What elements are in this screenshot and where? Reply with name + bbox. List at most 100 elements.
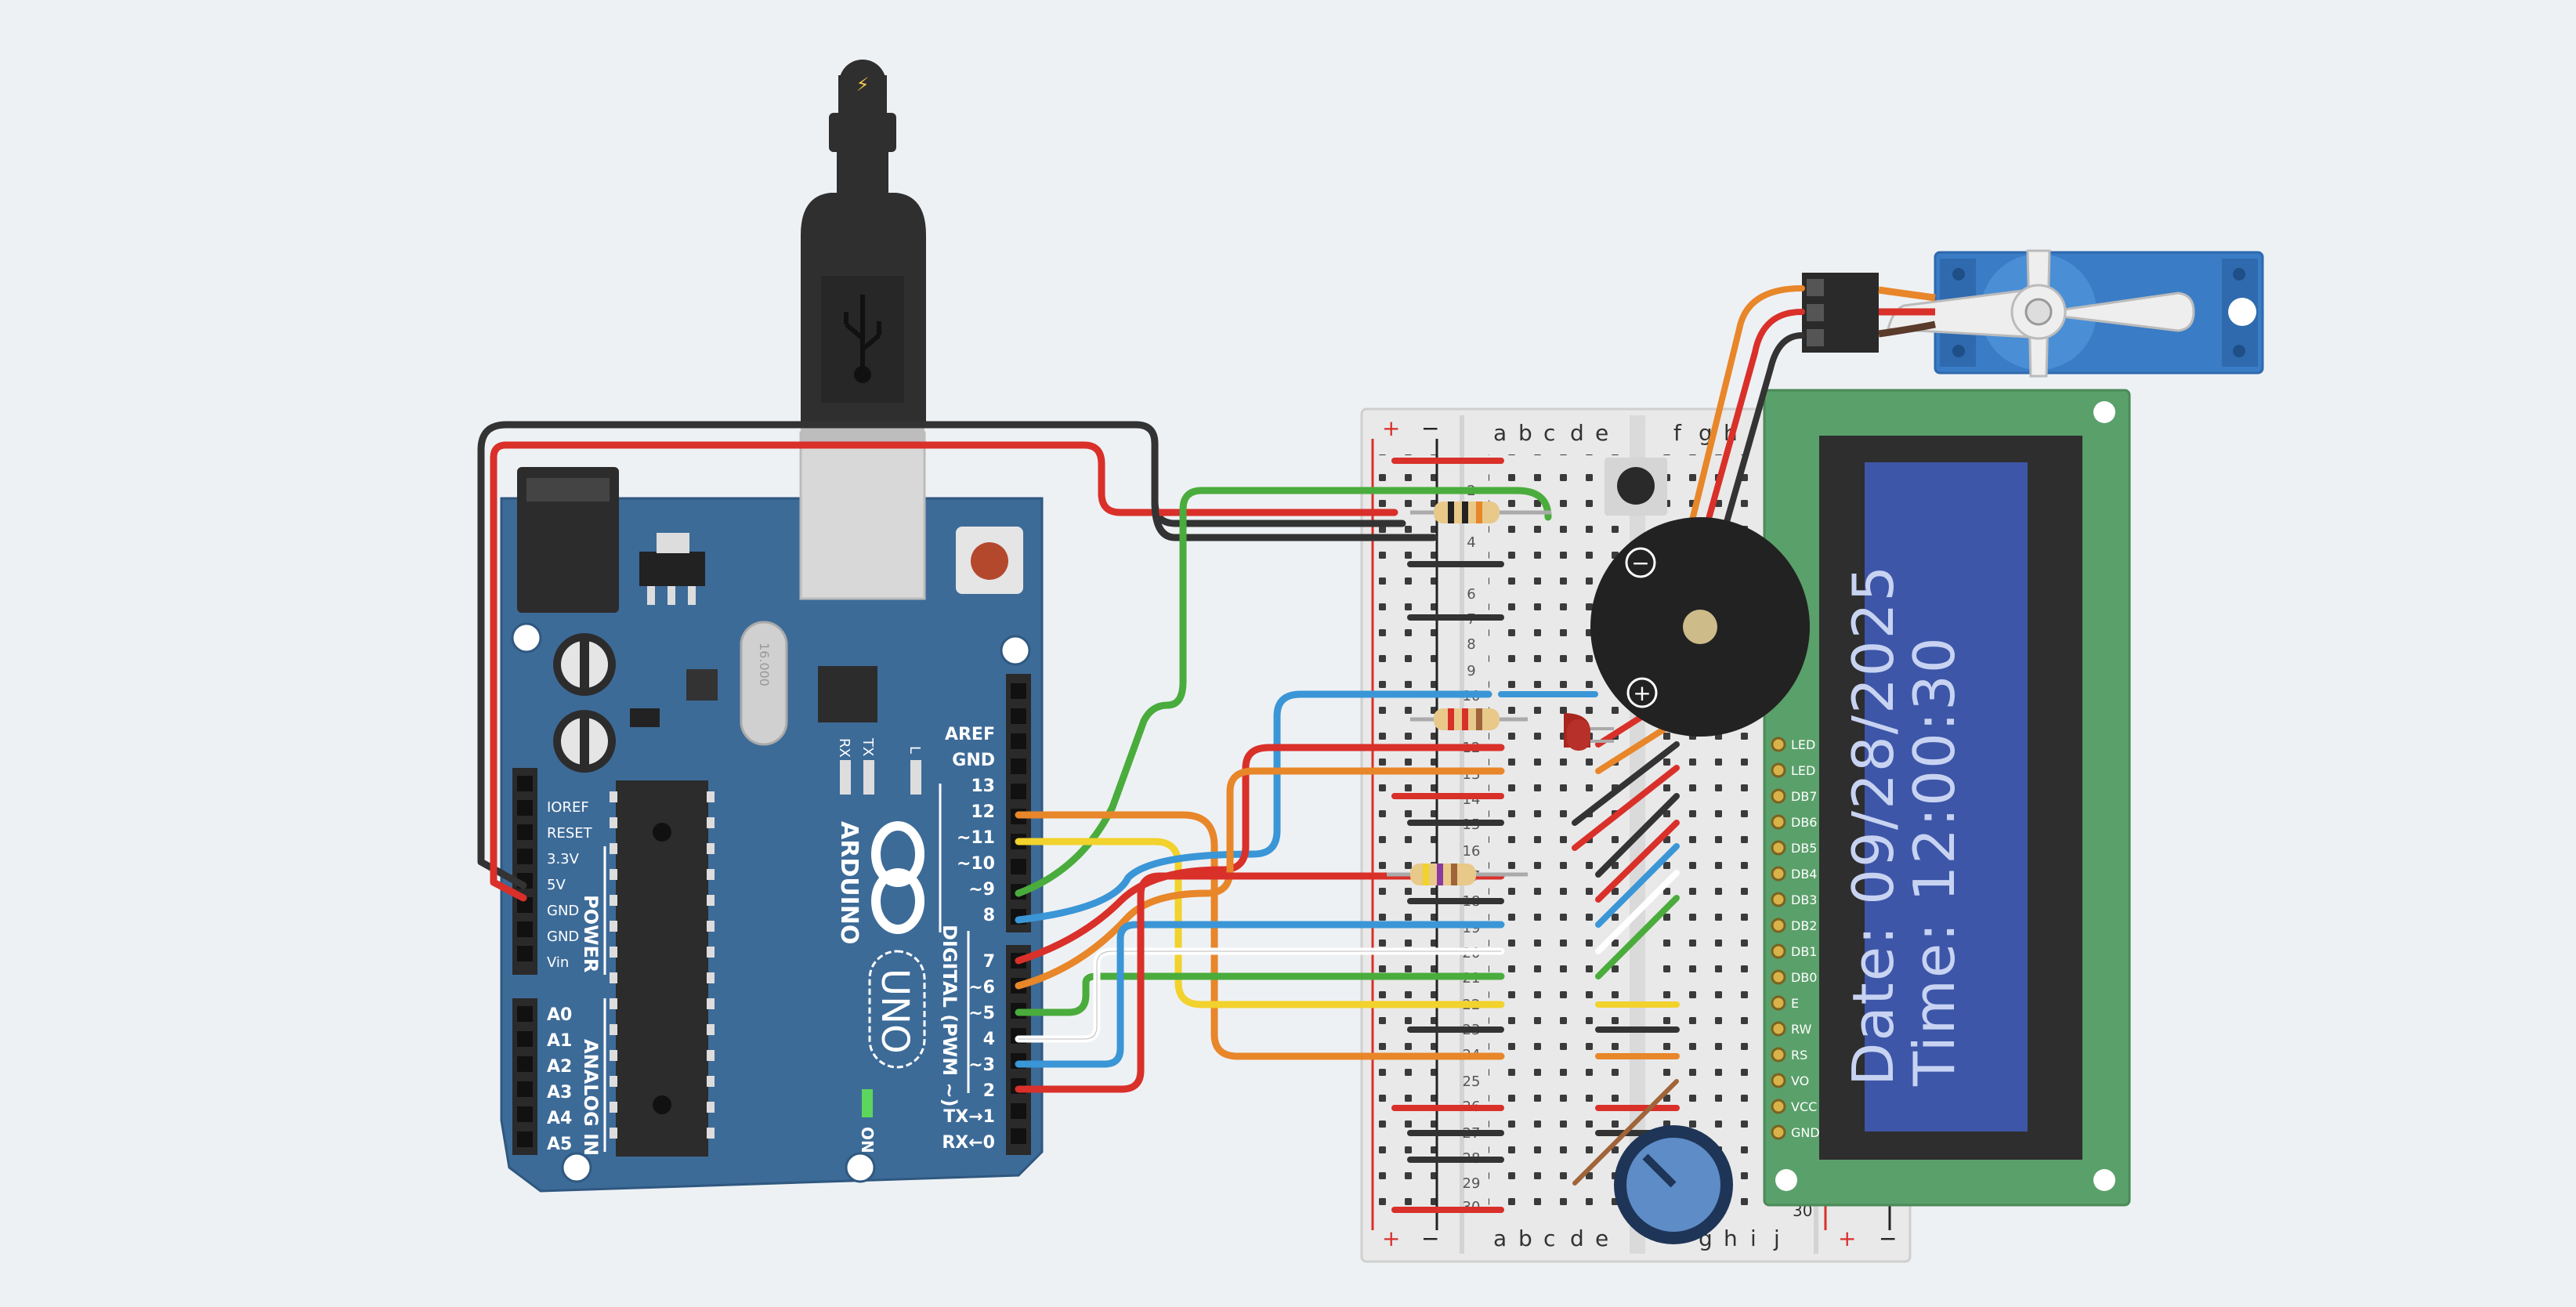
pin-label-7: 7 bbox=[983, 952, 995, 972]
lcd-pin-rs: RS bbox=[1791, 1048, 1807, 1063]
pin-label-6: ~6 bbox=[968, 978, 995, 997]
column-label-c: c bbox=[1543, 1226, 1555, 1251]
analog-pin-label-a2: A2 bbox=[547, 1057, 572, 1077]
lcd-16x2: Date: 09/28/2025 Time: 12:00:30 LEDLEDDB… bbox=[1763, 389, 2131, 1207]
wire-pin9-green bbox=[1015, 487, 1552, 897]
pin-label-8: 8 bbox=[983, 906, 995, 925]
wire-pin7-red bbox=[1015, 744, 1505, 965]
pin-label-5: ~5 bbox=[968, 1004, 995, 1023]
column-label-b: b bbox=[1518, 420, 1532, 446]
usb-b-socket bbox=[799, 431, 926, 600]
pin-label-10: ~10 bbox=[957, 854, 995, 874]
lcd-pin-db3: DB3 bbox=[1791, 892, 1817, 907]
pin-label-AREF: AREF bbox=[945, 725, 995, 744]
lcd-line-2: Time: 12:00:30 bbox=[1901, 635, 1967, 1087]
row-label-6: 6 bbox=[1467, 586, 1475, 603]
digital-header-bottom bbox=[1006, 945, 1031, 1155]
crystal-label: 16.000 bbox=[757, 643, 772, 686]
row-label-25: 25 bbox=[1463, 1073, 1481, 1090]
wire-5v-main bbox=[490, 441, 1398, 902]
atmega-chip bbox=[616, 780, 708, 1157]
usb-cable: ⚡ bbox=[801, 60, 926, 442]
pin-label-TX1: TX→1 bbox=[943, 1107, 995, 1127]
pin-label-RX0: RX←0 bbox=[942, 1133, 995, 1153]
power-pin-label-vin: Vin bbox=[547, 954, 569, 971]
arduino-uno-board: 16.000 RX TX L ON ARDUINO UNO AREFGND131… bbox=[500, 431, 1044, 1193]
column-label-h: h bbox=[1724, 1226, 1738, 1251]
analog-header bbox=[512, 998, 537, 1155]
lcd-pin-db6: DB6 bbox=[1791, 815, 1817, 830]
wire-pin12-orange bbox=[1015, 811, 1505, 1060]
dc-power-jack bbox=[517, 467, 619, 613]
wire-pin6-orange bbox=[1015, 767, 1505, 990]
push-button[interactable] bbox=[1605, 458, 1667, 516]
power-pin-label-ioref: IOREF bbox=[547, 799, 589, 816]
row-label-16: 16 bbox=[1463, 843, 1481, 860]
wire-pin5-green bbox=[1015, 972, 1505, 1016]
rail-plus-label-right: + bbox=[1838, 1226, 1856, 1251]
l-led-label: L bbox=[906, 746, 923, 754]
power-header bbox=[512, 768, 537, 975]
lcd-pin-db0: DB0 bbox=[1791, 970, 1817, 985]
column-label-d: d bbox=[1570, 420, 1584, 446]
pin-label-13: 13 bbox=[971, 777, 995, 796]
arduino-logo: ARDUINO UNO bbox=[835, 821, 926, 1069]
lcd-pin-led: LED bbox=[1791, 737, 1815, 752]
resistor-2 bbox=[1410, 708, 1528, 730]
row-label-8: 8 bbox=[1467, 636, 1475, 653]
lcd-pin-labels: LEDLEDDB7DB6DB5DB4DB3DB2DB1DB0ERWRSVOVCC… bbox=[1771, 737, 1820, 1140]
pin-label-GND: GND bbox=[952, 751, 995, 770]
rail-minus-label: − bbox=[1421, 415, 1439, 441]
column-label-d: d bbox=[1570, 1226, 1584, 1251]
lcd-pin-db7: DB7 bbox=[1791, 789, 1817, 804]
pin-label-2: 2 bbox=[983, 1081, 995, 1101]
lcd-pin-vo: VO bbox=[1791, 1073, 1809, 1088]
power-on-led bbox=[862, 1089, 873, 1117]
digital-section-label: DIGITAL (PWM ~) bbox=[939, 925, 961, 1107]
wire-pin2-red bbox=[1015, 872, 1505, 1093]
buzzer-plus-icon: + bbox=[1633, 680, 1651, 706]
lcd-line-1: Date: 09/28/2025 bbox=[1840, 564, 1906, 1086]
power-pin-label-reset: RESET bbox=[547, 825, 593, 842]
analog-pin-label-a1: A1 bbox=[547, 1031, 572, 1051]
column-label-c: c bbox=[1543, 420, 1555, 446]
servo-motor bbox=[1802, 249, 2264, 378]
lcd-pin-rw: RW bbox=[1791, 1022, 1811, 1037]
analog-pin-label-a4: A4 bbox=[547, 1109, 572, 1128]
lcd-pin-vcc: VCC bbox=[1791, 1099, 1817, 1114]
wire-gnd-main bbox=[477, 421, 1406, 889]
column-label-a: a bbox=[1493, 1226, 1507, 1251]
lcd-pin-db4: DB4 bbox=[1791, 867, 1817, 882]
lcd-screen bbox=[1865, 462, 2028, 1131]
lcd-pin-db1: DB1 bbox=[1791, 944, 1817, 959]
row-label-9: 9 bbox=[1467, 663, 1475, 679]
lcd-pin-gnd: GND bbox=[1791, 1125, 1820, 1140]
red-led bbox=[1564, 713, 1614, 751]
power-pin-label-5v: 5V bbox=[547, 877, 566, 893]
wires bbox=[477, 285, 1805, 1213]
column-label-e: e bbox=[1595, 420, 1608, 446]
power-pin-label-gnd: GND bbox=[547, 929, 579, 945]
column-label-i: i bbox=[1750, 1226, 1757, 1251]
analog-pin-label-a3: A3 bbox=[547, 1083, 572, 1102]
servo-screw-icon bbox=[2024, 298, 2053, 326]
rx-led-label: RX bbox=[836, 738, 852, 758]
row-label-29: 29 bbox=[1463, 1175, 1481, 1192]
wire-pin3-blue bbox=[1015, 921, 1505, 1068]
power-pin-label-33v: 3.3V bbox=[547, 851, 580, 867]
lightning-icon: ⚡ bbox=[856, 74, 870, 96]
potentiometer[interactable] bbox=[1614, 1125, 1733, 1244]
analog-section-label: ANALOG IN bbox=[580, 1039, 602, 1156]
rail-minus-label-bottom: − bbox=[1421, 1226, 1439, 1251]
analog-pin-label-a0: A0 bbox=[547, 1005, 572, 1025]
lcd-pin-db2: DB2 bbox=[1791, 918, 1817, 933]
row-label-4: 4 bbox=[1467, 534, 1475, 551]
lcd-pin-db5: DB5 bbox=[1791, 841, 1817, 856]
on-label: ON bbox=[858, 1127, 877, 1153]
